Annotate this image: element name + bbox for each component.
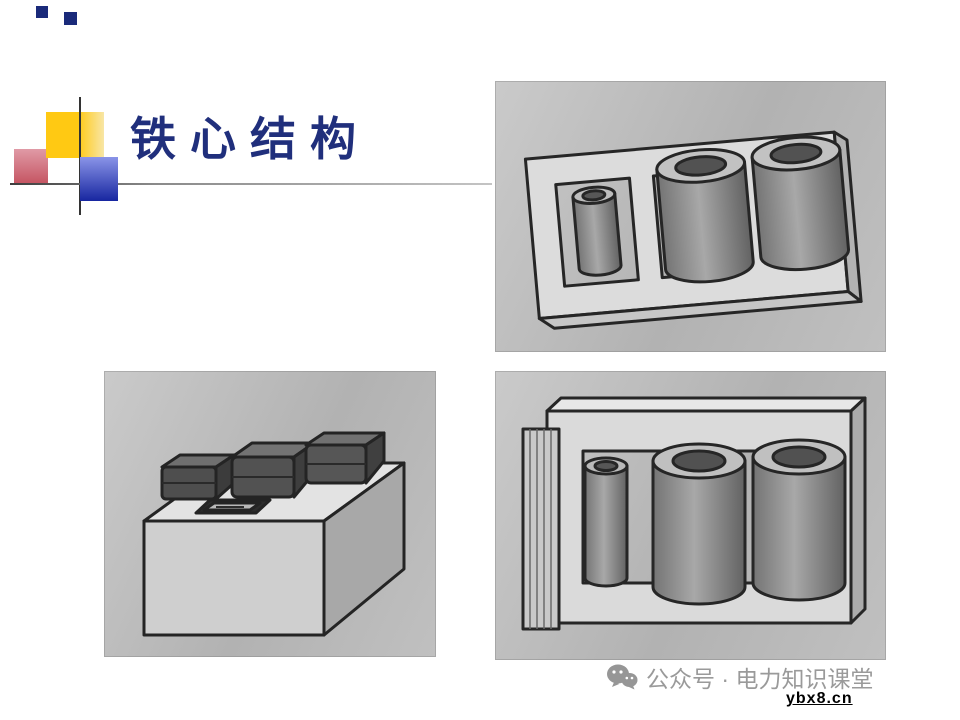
box-front-face	[142, 519, 326, 637]
title-underline	[10, 183, 492, 185]
frame-bottom-edge	[537, 290, 863, 330]
right-coil	[750, 135, 851, 272]
box-right-face	[322, 461, 406, 637]
laminated-core-drawing	[521, 396, 867, 631]
lamination-stack	[521, 427, 561, 631]
decoration-blue-square	[80, 157, 118, 201]
page-title: 铁心结构	[130, 112, 370, 166]
top-marker-square-1	[36, 6, 48, 18]
decoration-yellow-square	[46, 112, 104, 158]
coil-block-right	[304, 431, 386, 485]
footer-source-label: 公众号 · 电力知识课堂	[646, 666, 874, 692]
coil-block-middle	[230, 441, 316, 499]
right-coil	[751, 438, 847, 602]
block-core-drawing	[142, 431, 406, 637]
wechat-icon	[607, 664, 638, 690]
decoration-pink-square	[14, 149, 48, 185]
small-coil	[571, 185, 623, 277]
yoke-top-face	[545, 396, 867, 413]
footer-credit: 公众号 · 电力知识课堂	[606, 660, 873, 694]
frame-right-face	[849, 396, 867, 625]
figure-core-frame-top	[495, 81, 886, 352]
center-coil	[655, 147, 755, 284]
decoration-vertical-line	[79, 97, 81, 215]
coil-block-left	[160, 453, 236, 501]
figure-laminated-core	[495, 371, 886, 660]
small-coil	[583, 456, 629, 588]
center-coil	[651, 442, 747, 606]
nameplate	[194, 498, 272, 515]
core-frame-with-coils-drawing	[523, 130, 863, 330]
figure-block-core	[104, 371, 436, 657]
watermark-link: ybx8.cn	[786, 690, 853, 707]
top-marker-square-2	[64, 12, 77, 25]
